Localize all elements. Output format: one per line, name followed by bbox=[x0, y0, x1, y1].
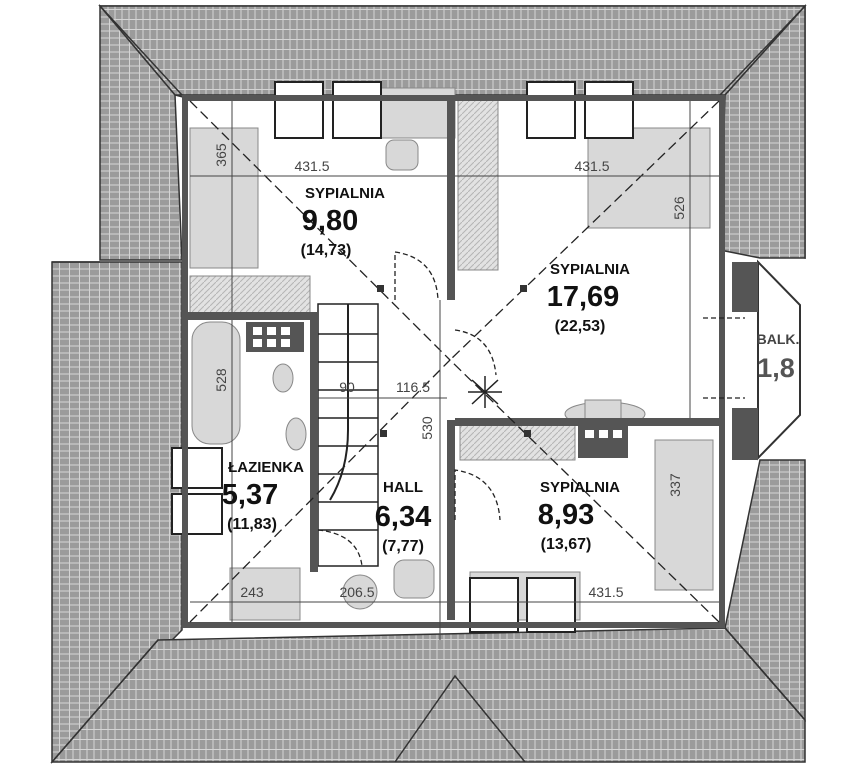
wall-left-horizontal bbox=[188, 312, 316, 320]
dimension-label: 116.5 bbox=[396, 379, 430, 395]
counter-left bbox=[189, 275, 311, 315]
roof-window bbox=[171, 493, 223, 535]
sink-icon bbox=[285, 417, 307, 451]
room-name: SYPIALNIA bbox=[305, 185, 385, 202]
room-name: HALL bbox=[383, 479, 423, 496]
wall-outer-bottom bbox=[182, 622, 725, 628]
roof-hip-line bbox=[724, 627, 806, 721]
room-name: SYPIALNIA bbox=[540, 479, 620, 496]
ceiling-diagonals bbox=[189, 100, 720, 623]
dimension-label: 365 bbox=[213, 143, 229, 167]
dimension-label: 90 bbox=[339, 379, 355, 395]
room-area: 6,34 bbox=[375, 501, 431, 533]
room-gross-area: (22,53) bbox=[555, 318, 606, 335]
balcony-pillar bbox=[732, 408, 758, 460]
door-swing bbox=[703, 317, 745, 399]
roof-ridge-bottom bbox=[394, 674, 526, 763]
roof-window bbox=[584, 81, 634, 139]
balcony-outline bbox=[757, 259, 801, 461]
plant-icon bbox=[468, 376, 502, 408]
balcony-label: BALK. 1,8 bbox=[757, 331, 800, 383]
balcony-pillar bbox=[732, 262, 758, 312]
room-sypialnia-2: SYPIALNIA 17,69 (22,53) bbox=[547, 261, 630, 335]
room-area: 17,69 bbox=[547, 281, 620, 313]
wall-outer-top bbox=[182, 95, 725, 101]
door-swing bbox=[454, 329, 497, 376]
roof-hip-line bbox=[51, 639, 159, 763]
roof-hip-line bbox=[99, 5, 183, 96]
roof-left-wing bbox=[51, 261, 183, 764]
walls bbox=[182, 95, 725, 628]
bed-right bbox=[587, 127, 711, 229]
roof-window bbox=[274, 81, 324, 139]
room-sypialnia-1: SYPIALNIA 9,80 (14,73) bbox=[301, 185, 386, 259]
bed-lower-right bbox=[654, 439, 714, 591]
wardrobe-middle bbox=[457, 99, 499, 271]
roof-hip-line bbox=[719, 5, 806, 96]
room-sypialnia-3: SYPIALNIA 8,93 (13,67) bbox=[538, 479, 620, 553]
roof-top-fill bbox=[98, 5, 807, 96]
room-area: 9,80 bbox=[302, 205, 358, 237]
dimension-label: 431.5 bbox=[588, 584, 623, 600]
dimension-label: 431.5 bbox=[294, 158, 329, 174]
balcony bbox=[732, 259, 801, 461]
roof-bottom bbox=[50, 627, 806, 763]
wall-outer-right bbox=[719, 95, 725, 628]
room-gross-area: (13,67) bbox=[541, 536, 592, 553]
dimension-label: 530 bbox=[419, 416, 435, 440]
room-name: ŁAZIENKA bbox=[228, 459, 304, 476]
room-gross-area: (14,73) bbox=[301, 242, 352, 259]
bathtub bbox=[191, 321, 241, 445]
wall-outer-left bbox=[182, 95, 188, 628]
door-swing bbox=[394, 251, 439, 301]
dimension-lines bbox=[190, 101, 719, 640]
room-lazienka: ŁAZIENKA 5,37 (11,83) bbox=[222, 459, 304, 533]
room-hall: HALL 6,34 (7,77) bbox=[375, 479, 431, 555]
doors bbox=[317, 251, 745, 567]
room-name: SYPIALNIA bbox=[550, 261, 630, 278]
balcony-name: BALK. bbox=[757, 331, 800, 347]
wall-lower-horizontal bbox=[455, 418, 625, 426]
wall-lower-right bbox=[625, 418, 720, 426]
roof-windows bbox=[171, 81, 634, 633]
wall-bath-vertical bbox=[310, 312, 318, 572]
roof-window bbox=[171, 447, 223, 489]
roof-window bbox=[526, 81, 576, 139]
armchair-icon bbox=[393, 559, 435, 599]
wardrobe-left bbox=[189, 127, 259, 269]
roof-window bbox=[332, 81, 382, 139]
room-area: 5,37 bbox=[222, 479, 278, 511]
dimension-label: 431.5 bbox=[574, 158, 609, 174]
room-gross-area: (7,77) bbox=[382, 538, 424, 555]
dimension-label: 206.5 bbox=[339, 584, 374, 600]
room-area: 8,93 bbox=[538, 499, 594, 531]
toilet-icon bbox=[272, 363, 294, 393]
balcony-area: 1,8 bbox=[757, 353, 795, 383]
table-icon bbox=[342, 574, 378, 610]
markers bbox=[377, 285, 531, 437]
door-swing bbox=[454, 469, 501, 521]
wall-center-vertical bbox=[447, 100, 455, 300]
room-gross-area: (11,83) bbox=[227, 516, 277, 533]
wall-center-vertical bbox=[447, 420, 455, 620]
dimension-label: 526 bbox=[671, 196, 687, 220]
shower-tray bbox=[229, 567, 301, 621]
dimension-label: 528 bbox=[213, 368, 229, 392]
dimension-label: 243 bbox=[240, 584, 264, 600]
counter-lower bbox=[459, 421, 576, 461]
dimension-label: 337 bbox=[667, 473, 683, 497]
door-swing bbox=[317, 529, 363, 567]
chair-top bbox=[385, 139, 419, 171]
glass-blocks bbox=[246, 322, 304, 352]
glass-blocks bbox=[578, 424, 628, 458]
